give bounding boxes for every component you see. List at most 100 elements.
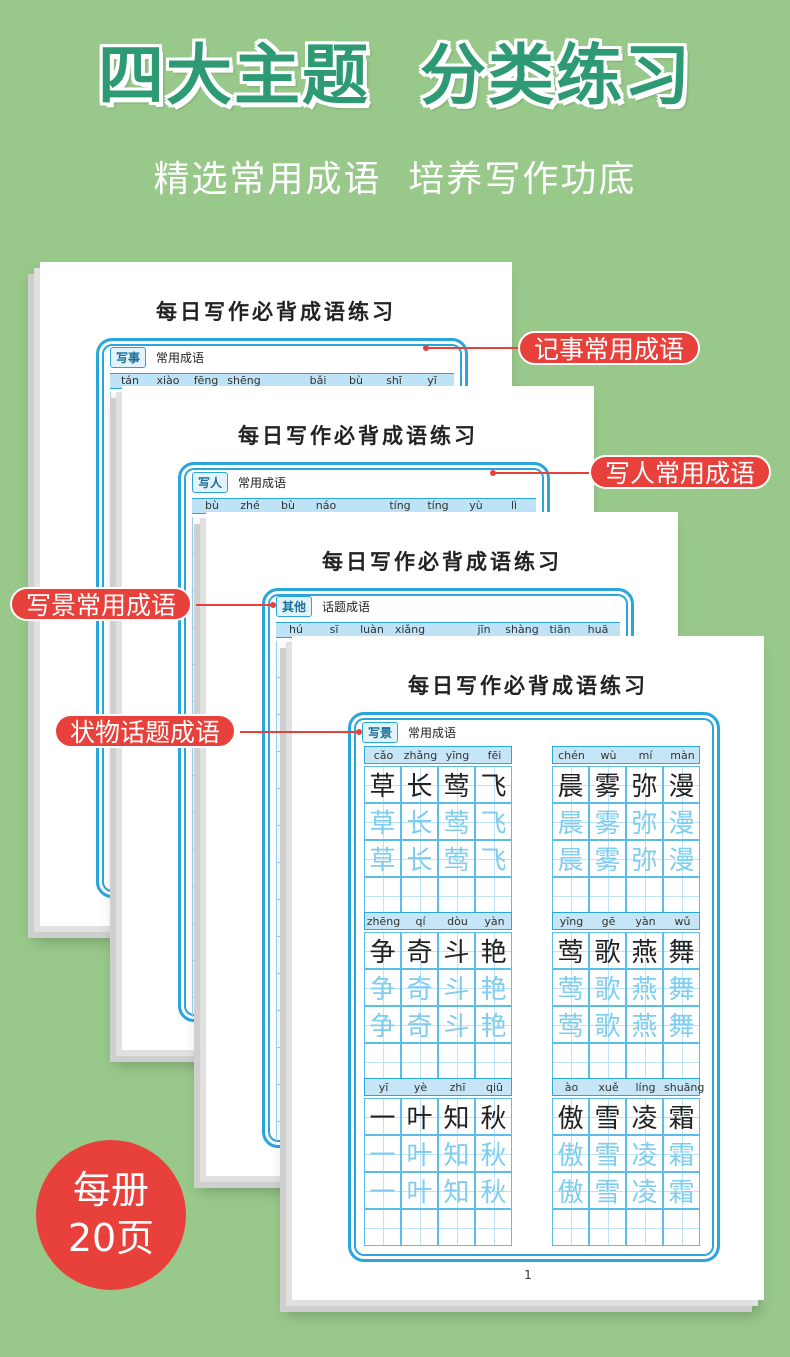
model-character: 漫 bbox=[663, 766, 700, 803]
model-character: 歌 bbox=[589, 932, 626, 969]
worksheet-frame bbox=[348, 712, 720, 1262]
category-label: 写人 bbox=[192, 472, 229, 493]
trace-character: 歌 bbox=[589, 969, 626, 1006]
callout-connector bbox=[426, 347, 522, 349]
trace-character: 知 bbox=[438, 1172, 475, 1209]
pinyin: náo bbox=[315, 499, 337, 512]
grid-edge bbox=[192, 517, 202, 1017]
pinyin: chén bbox=[558, 749, 585, 762]
pinyin: yù bbox=[469, 499, 483, 512]
callout-badge-people: 写人常用成语 bbox=[589, 455, 772, 489]
model-character: 一 bbox=[364, 1098, 401, 1135]
blank-writing-cell bbox=[364, 1043, 401, 1080]
model-character: 雪 bbox=[589, 1098, 626, 1135]
blank-writing-cell bbox=[663, 1209, 700, 1246]
trace-character: 晨 bbox=[552, 803, 589, 840]
trace-character: 雾 bbox=[589, 840, 626, 877]
model-character: 舞 bbox=[663, 932, 700, 969]
trace-character: 秋 bbox=[475, 1172, 512, 1209]
blank-writing-cell bbox=[438, 1209, 475, 1246]
pinyin: hú bbox=[289, 623, 303, 636]
category-tag: 写人 常用成语 bbox=[192, 472, 286, 493]
sheet-title: 每日写作必背成语练习 bbox=[238, 424, 478, 448]
trace-character: 艳 bbox=[475, 1006, 512, 1043]
callout-dot bbox=[270, 602, 276, 608]
pinyin: shī bbox=[386, 374, 402, 387]
pinyin: xiào bbox=[156, 374, 180, 387]
trace-character: 草 bbox=[364, 840, 401, 877]
trace-character: 舞 bbox=[663, 1006, 700, 1043]
badge-line-1: 每册 bbox=[72, 1168, 149, 1212]
trace-character: 雾 bbox=[589, 803, 626, 840]
callout-connector bbox=[196, 604, 272, 606]
model-character: 草 bbox=[364, 766, 401, 803]
pinyin: zhī bbox=[449, 1081, 466, 1094]
category-subtitle: 常用成语 bbox=[238, 476, 287, 490]
pinyin: qí bbox=[415, 915, 426, 928]
blank-writing-cell bbox=[552, 877, 589, 914]
category-label: 写事 bbox=[110, 347, 147, 368]
trace-character: 霜 bbox=[663, 1135, 700, 1172]
headline: 四大主题 分类练习 bbox=[98, 37, 692, 114]
pinyin: wǔ bbox=[674, 915, 691, 928]
trace-character: 舞 bbox=[663, 969, 700, 1006]
trace-character: 艳 bbox=[475, 969, 512, 1006]
pinyin: líng bbox=[635, 1081, 656, 1094]
trace-character: 莺 bbox=[552, 969, 589, 1006]
model-character: 燕 bbox=[626, 932, 663, 969]
blank-writing-cell bbox=[364, 1209, 401, 1246]
pinyin: zhé bbox=[240, 499, 260, 512]
blank-writing-cell bbox=[364, 877, 401, 914]
trace-character: 叶 bbox=[401, 1135, 438, 1172]
trace-character: 雪 bbox=[589, 1135, 626, 1172]
blank-writing-cell bbox=[401, 1043, 438, 1080]
subheadline: 精选常用成语 培养写作功底 bbox=[153, 159, 637, 200]
callout-dot bbox=[423, 345, 429, 351]
blank-writing-cell bbox=[552, 1043, 589, 1080]
blank-writing-cell bbox=[475, 1043, 512, 1080]
trace-character: 歌 bbox=[589, 1006, 626, 1043]
trace-character: 燕 bbox=[626, 1006, 663, 1043]
trace-character: 弥 bbox=[626, 840, 663, 877]
trace-character: 斗 bbox=[438, 1006, 475, 1043]
model-character: 霜 bbox=[663, 1098, 700, 1135]
model-character: 凌 bbox=[626, 1098, 663, 1135]
callout-badge-narrative: 记事常用成语 bbox=[518, 331, 701, 365]
trace-character: 争 bbox=[364, 969, 401, 1006]
pinyin: shàng bbox=[505, 623, 539, 636]
trace-character: 凌 bbox=[626, 1135, 663, 1172]
model-character: 雾 bbox=[589, 766, 626, 803]
blank-writing-cell bbox=[438, 1043, 475, 1080]
model-character: 莺 bbox=[552, 932, 589, 969]
trace-character: 晨 bbox=[552, 840, 589, 877]
category-tag: 写事 常用成语 bbox=[110, 347, 204, 368]
trace-character: 争 bbox=[364, 1006, 401, 1043]
trace-character: 燕 bbox=[626, 969, 663, 1006]
trace-character: 长 bbox=[401, 840, 438, 877]
trace-character: 一 bbox=[364, 1135, 401, 1172]
page-number: 1 bbox=[524, 1268, 532, 1282]
trace-character: 霜 bbox=[663, 1172, 700, 1209]
model-character: 弥 bbox=[626, 766, 663, 803]
pinyin: zhǎng bbox=[403, 749, 438, 762]
pinyin: yàn bbox=[635, 915, 656, 928]
blank-writing-cell bbox=[401, 1209, 438, 1246]
blank-writing-cell bbox=[663, 1043, 700, 1080]
pages-per-book-badge: 每册 20页 bbox=[36, 1140, 186, 1290]
model-character: 傲 bbox=[552, 1098, 589, 1135]
pinyin: yī bbox=[427, 374, 437, 387]
pinyin: bǎi bbox=[309, 374, 327, 387]
trace-character: 叶 bbox=[401, 1172, 438, 1209]
pinyin: cǎo bbox=[373, 749, 394, 762]
blank-writing-cell bbox=[589, 1043, 626, 1080]
callout-dot bbox=[356, 729, 362, 735]
trace-character: 奇 bbox=[401, 1006, 438, 1043]
